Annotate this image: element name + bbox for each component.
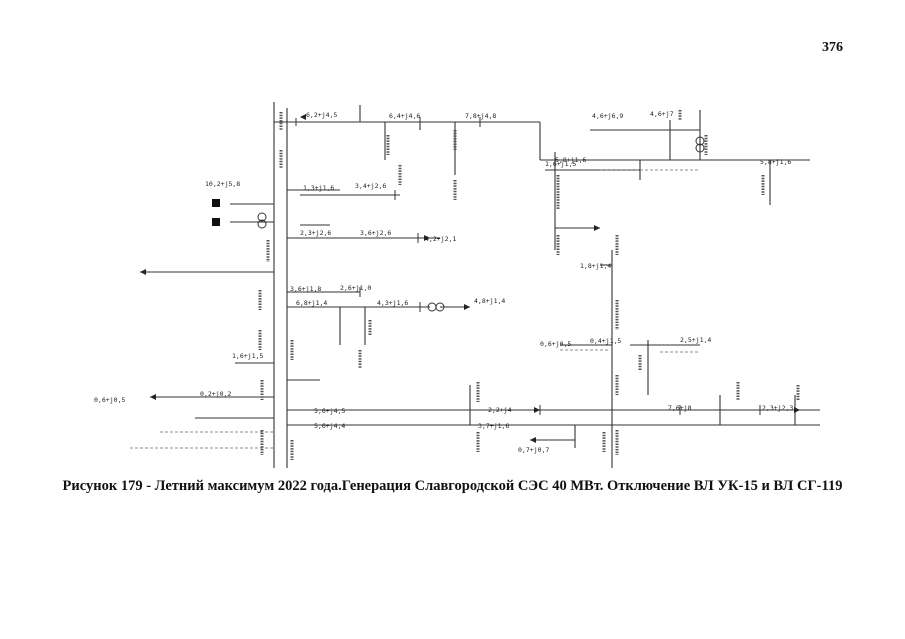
vertical-label-marks: [258, 110, 800, 460]
flow-label: 2,5+j1,4: [680, 336, 711, 344]
flow-label: 4,3+j1,6: [377, 299, 408, 307]
flow-label: 1,3+j1,6: [303, 184, 334, 192]
flow-label: 1,6+j1,5: [232, 352, 263, 360]
flow-label: 1,8+j1,4: [580, 262, 611, 270]
arrow-marks: [140, 114, 800, 443]
flow-label: 6,8+j1,4: [296, 299, 327, 307]
flow-label: 4,6+j7: [650, 110, 674, 118]
generator-icons: [212, 199, 220, 226]
flow-label: 3,4+j2,6: [355, 182, 386, 190]
flow-label: 5,8+j1,6: [760, 158, 791, 166]
flow-label: 5,6+j4,5: [314, 407, 345, 415]
flow-label: 2,6+j1,0: [340, 284, 371, 292]
flow-label: 7,8+j4,8: [465, 112, 496, 120]
flow-label: 0,7+j0,7: [518, 446, 549, 454]
flow-label: 2,2+j4: [488, 406, 512, 414]
flow-labels: 6,2+j4,5 7,8+j4,8 6,4+j4,6 4,6+j6,9 4,6+…: [94, 110, 793, 454]
flow-label: 2,3+j2,3: [762, 404, 793, 412]
transformer-icons: [257, 136, 705, 312]
flow-label: 5,8+j1,6: [555, 156, 586, 164]
figure-caption: Рисунок 179 - Летний максимум 2022 года.…: [62, 478, 843, 494]
flow-label: 0,4+j1,5: [590, 337, 621, 345]
flow-label: 4,6+j6,9: [592, 112, 623, 120]
flow-label: 2,3+j2,6: [300, 229, 331, 237]
dashed-lines: [130, 169, 700, 449]
flow-label: 3,7+j1,6: [478, 422, 509, 430]
flow-label: 10,2+j5,8: [205, 180, 240, 188]
node-ticks: [295, 117, 761, 415]
page-number: 376: [822, 40, 843, 55]
flow-label: 0,6+j0,5: [540, 340, 571, 348]
flow-label: 4,2+j2,1: [425, 235, 456, 243]
flow-label: 6,2+j4,5: [306, 111, 337, 119]
flow-label: 3,6+j2,6: [360, 229, 391, 237]
flow-label: 1,6+j1,5: [545, 160, 576, 168]
flow-label: 0,6+j0,5: [94, 396, 125, 404]
flow-label: 4,8+j1,4: [474, 297, 505, 305]
flow-label: 6,4+j4,6: [389, 112, 420, 120]
flow-label: 5,6+j4,4: [314, 422, 345, 430]
schematic-lines: [140, 102, 820, 468]
flow-label: 0,2+j0,2: [200, 390, 231, 398]
flow-label: 3,6+j1,8: [290, 285, 321, 293]
